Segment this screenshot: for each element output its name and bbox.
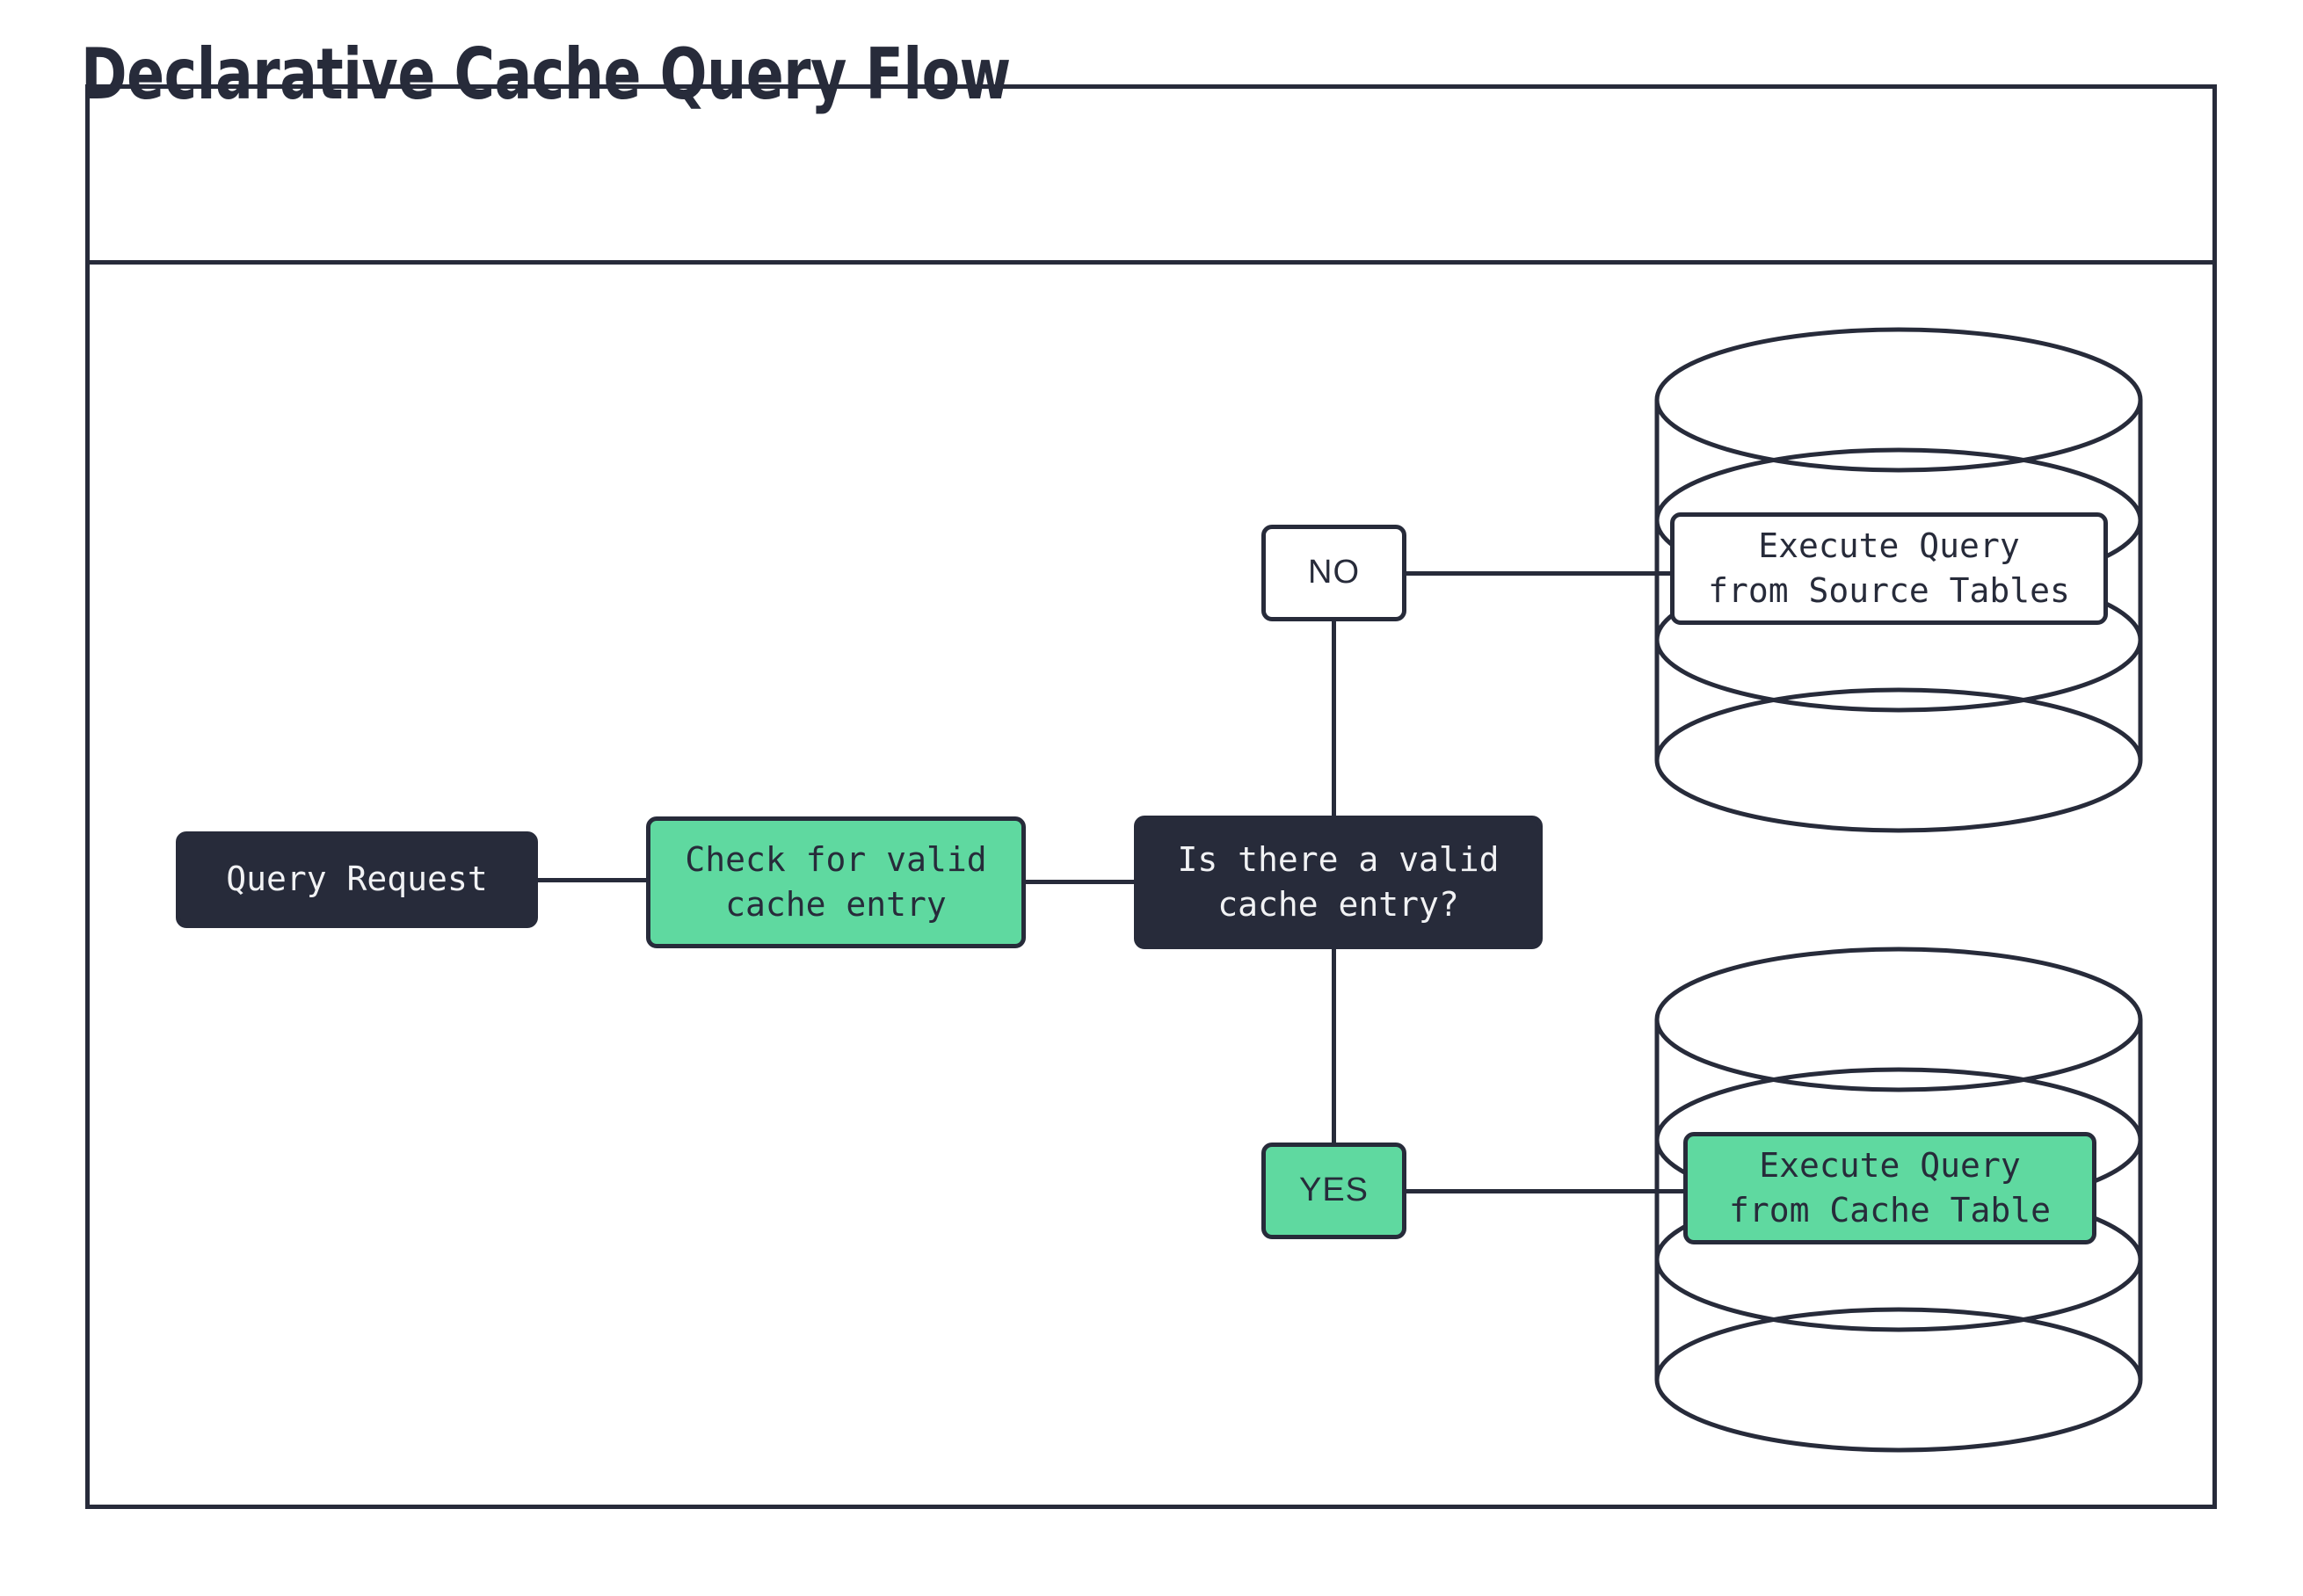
source-db-label: Execute Query from Source Tables (1670, 512, 2108, 625)
branch-label-no[interactable]: NO (1261, 525, 1406, 621)
edge-no-to-source-db (1406, 571, 1683, 576)
diagram-header (90, 89, 2212, 265)
page-title: Declarative Cache Query Flow (81, 33, 1011, 115)
edge-decision-to-yes (1332, 947, 1336, 1146)
edge-query-request-to-check-cache (538, 878, 646, 882)
cache-db-label: Execute Query from Cache Table (1683, 1132, 2096, 1244)
edge-yes-to-cache-db (1406, 1189, 1683, 1193)
node-decision-valid-cache-entry[interactable]: Is there a valid cache entry? (1134, 816, 1543, 949)
node-query-request[interactable]: Query Request (176, 831, 538, 928)
branch-label-yes[interactable]: YES (1261, 1143, 1406, 1239)
edge-decision-to-no (1332, 617, 1336, 817)
edge-check-cache-to-decision (1026, 880, 1134, 884)
node-check-for-valid-cache-entry[interactable]: Check for valid cache entry (646, 816, 1026, 948)
diagram-frame (85, 84, 2217, 1509)
